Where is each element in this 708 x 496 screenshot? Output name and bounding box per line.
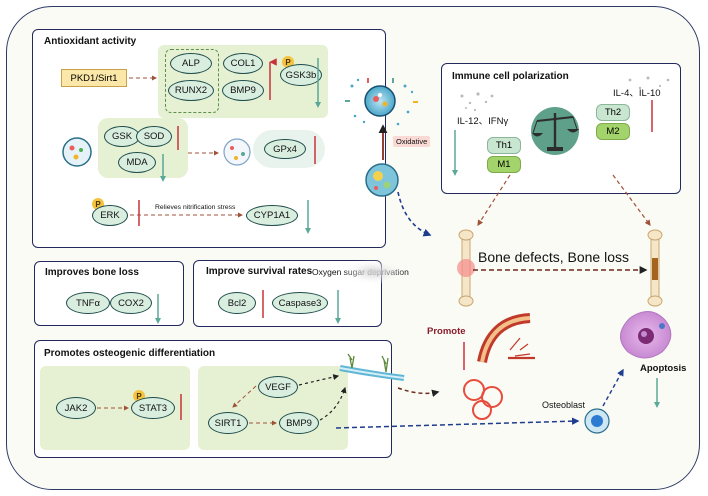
tnfa-node: TNFα <box>66 292 110 314</box>
arrow-cell-to-bone <box>397 191 432 237</box>
damaged-cell-icon <box>365 163 399 197</box>
bmp9-osteo-node: BMP9 <box>279 412 319 434</box>
stem-cell-icon <box>62 137 92 167</box>
mda-node: MDA <box>118 152 156 173</box>
erk-node: ERK <box>92 205 128 226</box>
bmp9-node: BMP9 <box>222 80 264 101</box>
promote-label: Promote <box>427 326 466 337</box>
relieves-nitrification-label: Relieves nitrification stress <box>155 204 236 211</box>
damaged-bone-icon <box>457 229 475 307</box>
bone-defects-label: Bone defects, Bone loss <box>478 249 629 265</box>
osteo-title: Promotes osteogenic differentiation <box>44 348 216 359</box>
cyp1a1-node: CYP1A1 <box>246 205 298 226</box>
particle-spray-icon <box>345 78 418 126</box>
arrow-vegf-to-sirt1 <box>232 385 257 408</box>
cytokine-dots <box>460 76 670 112</box>
sirt1-node: SIRT1 <box>208 412 248 434</box>
regulation-arrows <box>138 58 658 420</box>
cox2-node: COX2 <box>110 292 152 314</box>
il4-il10-label: IL-4、IL-10 <box>613 88 661 99</box>
healing-bone-icon <box>647 229 663 307</box>
osteoblast-icon <box>584 408 610 434</box>
survival-title: Improve survival rates <box>206 266 313 277</box>
stat3-node: STAT3 <box>131 397 175 419</box>
cell-membrane-icon <box>339 353 405 381</box>
vegf-node: VEGF <box>258 376 298 398</box>
blood-vessel-icon <box>477 313 535 364</box>
ferroptosis-cell-icon <box>223 138 251 166</box>
pkd1-sirt1-label: PKD1/Sirt1 <box>61 69 127 87</box>
arrow-vegf-to-receptor <box>298 374 340 386</box>
antioxidant-title: Antioxidant activity <box>44 36 137 47</box>
th1-node: Th1 <box>487 137 521 154</box>
sod-node: SOD <box>136 126 172 147</box>
apoptosis-label: Apoptosis <box>640 363 687 374</box>
bcl2-node: Bcl2 <box>218 292 256 314</box>
arrow-m1-to-bone <box>477 174 511 227</box>
alp-node: ALP <box>170 53 212 74</box>
bone-loss-title: Improves bone loss <box>45 267 139 278</box>
arrow-receptor-to-vessel <box>397 387 440 397</box>
jak2-node: JAK2 <box>56 397 96 419</box>
runx2-node: RUNX2 <box>168 80 214 101</box>
fog-icon <box>340 259 408 285</box>
caspase3-node: Caspase3 <box>272 292 328 314</box>
nanoparticle-cell-icon <box>364 85 396 117</box>
gsk3b-node: GSK3b <box>280 64 322 86</box>
arrow-osteoblast-to-apoptosis <box>602 368 624 407</box>
oxidative-label: Oxidative <box>393 136 431 147</box>
col1-node: COL1 <box>223 53 263 74</box>
alp-runx2-dashed-box <box>165 49 219 113</box>
osteoblast-label: Osteoblast <box>542 400 586 410</box>
m1-node: M1 <box>487 156 521 173</box>
gpx4-node: GPx4 <box>264 139 306 159</box>
red-cell-rings-icon <box>463 379 503 420</box>
arrow-bmp9-to-receptor <box>319 386 347 421</box>
m2-node: M2 <box>596 123 630 140</box>
balance-scale-icon <box>531 107 579 155</box>
bone-loss-panel <box>34 261 184 326</box>
cell-icons <box>62 137 251 167</box>
arrow-m2-to-bone <box>612 174 651 226</box>
th2-node: Th2 <box>596 104 630 121</box>
down-arrow-heads <box>155 102 660 408</box>
arrow-bmp9-to-osteoblast <box>335 417 580 429</box>
il12-ifng-label: IL-12、IFNγ <box>457 116 509 127</box>
immune-title: Immune cell polarization <box>452 71 569 82</box>
apoptotic-cell-icon <box>620 311 672 359</box>
